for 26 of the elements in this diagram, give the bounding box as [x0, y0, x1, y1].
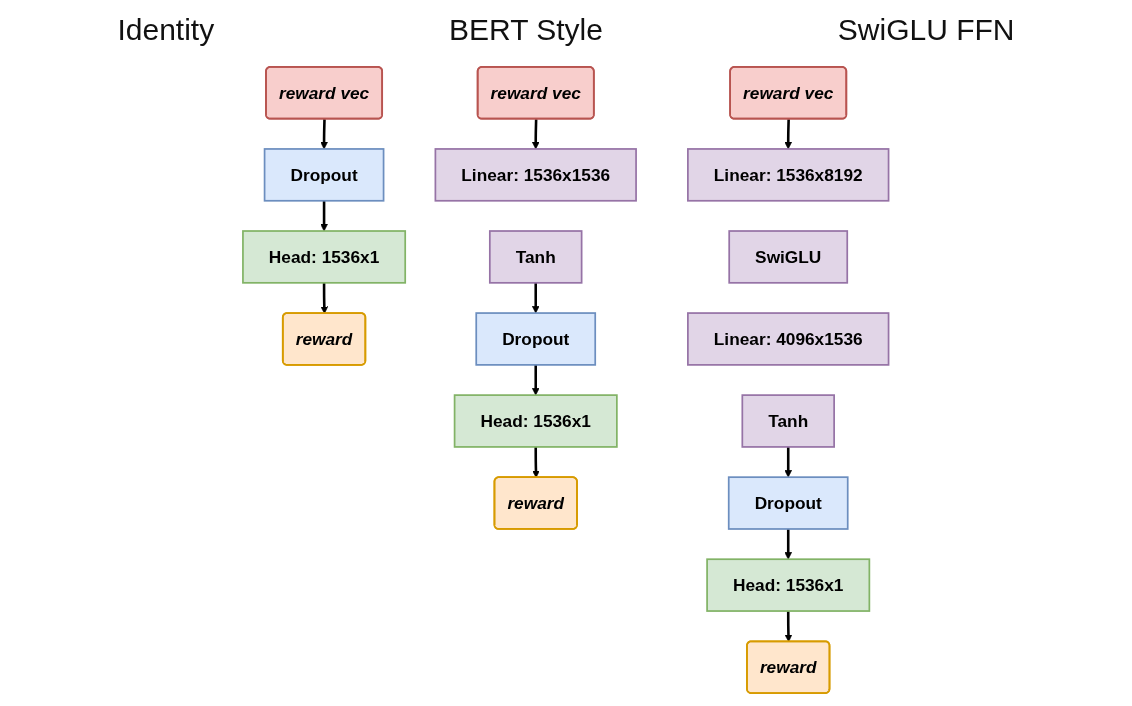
arrow — [784, 611, 793, 643]
node-box: Linear: 1536x8192 — [687, 148, 890, 202]
arrow — [784, 529, 793, 560]
arrow — [784, 119, 793, 150]
arrow — [320, 119, 329, 150]
arrow — [784, 446, 793, 478]
arrow — [320, 282, 329, 314]
node-box: Head: 1536x1 — [706, 558, 871, 612]
arrow — [532, 446, 540, 478]
node-box: Tanh — [741, 394, 836, 448]
node-box: Dropout — [728, 476, 849, 530]
node-box: Linear: 1536x1536 — [434, 148, 638, 202]
node-box: Linear: 4096x1536 — [687, 312, 890, 366]
node-box: Head: 1536x1 — [453, 394, 618, 448]
column-title: Identity — [117, 13, 215, 47]
node-box: SwiGLU — [728, 230, 849, 284]
arrow — [320, 200, 329, 232]
column-title: BERT Style — [449, 13, 603, 47]
node-box: Tanh — [489, 230, 583, 284]
column-title: SwiGLU FFN — [837, 13, 1015, 47]
arrow — [532, 282, 540, 314]
node-box: Dropout — [475, 312, 597, 366]
node-box: Head: 1536x1 — [242, 230, 407, 284]
arrow — [532, 119, 540, 150]
node-box: Dropout — [263, 148, 385, 202]
arrow — [532, 364, 540, 396]
